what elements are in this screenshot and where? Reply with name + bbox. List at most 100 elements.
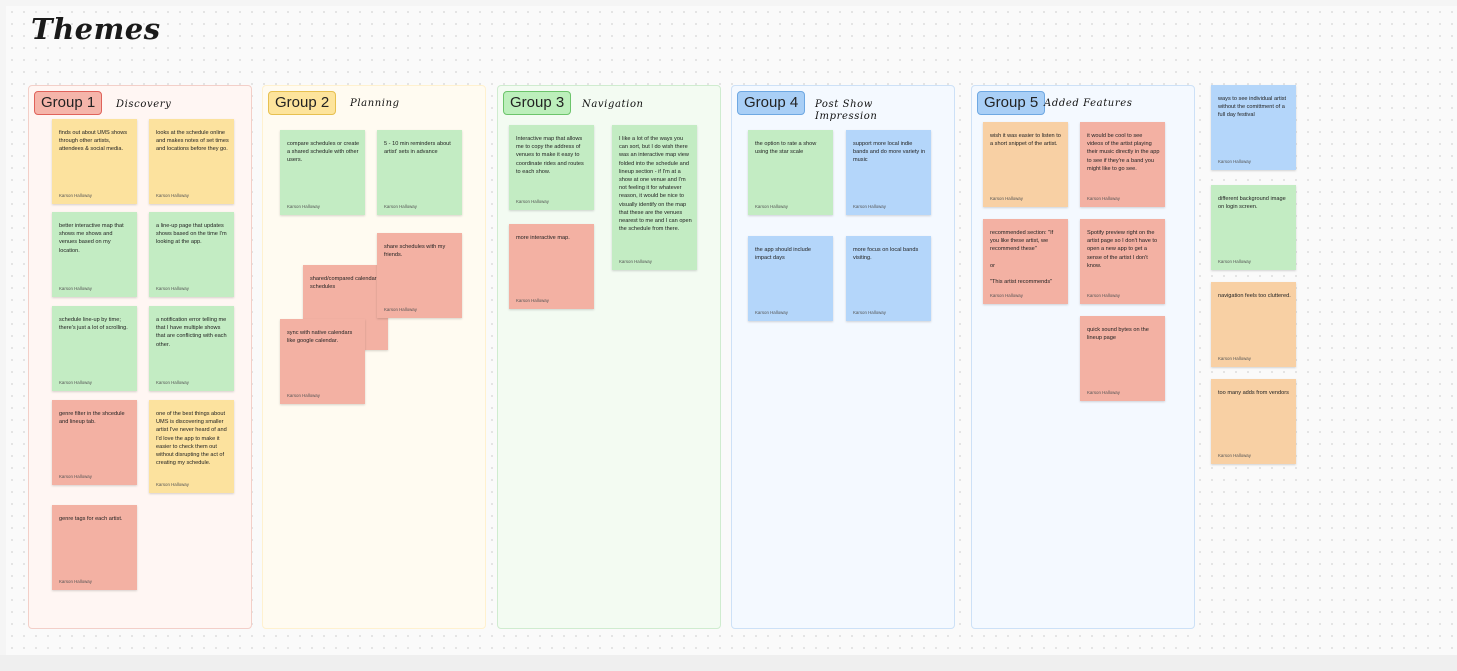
note-author: Karson Halloway bbox=[990, 293, 1023, 298]
note-author: Karson Halloway bbox=[59, 286, 92, 291]
note-author: Karson Halloway bbox=[156, 286, 189, 291]
group-2-label[interactable]: Group 2 bbox=[268, 91, 337, 115]
sticky-note[interactable]: ways to see individual artist without th… bbox=[1211, 85, 1296, 170]
note-author: Karson Halloway bbox=[990, 196, 1023, 201]
sticky-note[interactable]: compare schedules or create a shared sch… bbox=[280, 130, 365, 215]
note-author: Karson Halloway bbox=[59, 193, 92, 198]
group-4-theme-line-2: Impression bbox=[815, 111, 878, 122]
sticky-note[interactable]: a line-up page that updates shows based … bbox=[149, 212, 234, 297]
note-text: compare schedules or create a shared sch… bbox=[287, 141, 360, 164]
note-text: wish it was easier to listen to a short … bbox=[990, 133, 1061, 148]
note-author: Karson Halloway bbox=[156, 380, 189, 385]
group-4-theme[interactable]: Post Show Impression bbox=[815, 99, 877, 123]
sticky-note[interactable]: share schedules with my friends. Karson … bbox=[377, 233, 462, 318]
note-author: Karson Halloway bbox=[516, 298, 549, 303]
note-text: too many adds from vendors bbox=[1218, 390, 1289, 396]
sticky-note[interactable]: looks at the schedule online and makes n… bbox=[149, 119, 234, 204]
sticky-note[interactable]: genre tags for each artist. Karson Hallo… bbox=[52, 505, 137, 590]
note-author: Karson Halloway bbox=[1218, 159, 1251, 164]
sticky-note[interactable]: the app should include impact days Karso… bbox=[748, 236, 833, 321]
note-author: Karson Halloway bbox=[384, 204, 417, 209]
note-text: one of the best things about UMS is disc… bbox=[156, 411, 227, 467]
note-text: more interactive map. bbox=[516, 235, 570, 241]
note-text: a notification error telling me that I h… bbox=[156, 317, 227, 348]
group-2-theme[interactable]: Planning bbox=[350, 98, 400, 109]
note-text: schedule line-up by time; there's just a… bbox=[59, 317, 128, 332]
sticky-note[interactable]: schedule line-up by time; there's just a… bbox=[52, 306, 137, 391]
sticky-note[interactable]: different background image on login scre… bbox=[1211, 185, 1296, 270]
note-author: Karson Halloway bbox=[156, 193, 189, 198]
note-text: I like a lot of the ways you can sort, b… bbox=[619, 136, 692, 233]
sticky-note[interactable]: Spotify preview right on the artist page… bbox=[1080, 219, 1165, 304]
note-author: Karson Halloway bbox=[1087, 390, 1120, 395]
note-author: Karson Halloway bbox=[853, 204, 886, 209]
sticky-note[interactable]: it would be cool to see videos of the ar… bbox=[1080, 122, 1165, 207]
sticky-note[interactable]: more focus on local bands visiting. Kars… bbox=[846, 236, 931, 321]
group-5-theme[interactable]: Added Features bbox=[1044, 98, 1133, 109]
note-author: Karson Halloway bbox=[59, 380, 92, 385]
group-4-label[interactable]: Group 4 bbox=[737, 91, 806, 115]
note-author: Karson Halloway bbox=[384, 307, 417, 312]
sticky-note[interactable]: Interactive map that allows me to copy t… bbox=[509, 125, 594, 210]
note-text: looks at the schedule online and makes n… bbox=[156, 130, 229, 153]
note-author: Karson Halloway bbox=[156, 482, 189, 487]
sticky-note[interactable]: sync with native calendars like google c… bbox=[280, 319, 365, 404]
note-author: Karson Halloway bbox=[1218, 356, 1251, 361]
group-3-theme[interactable]: Navigation bbox=[582, 99, 644, 110]
sticky-note[interactable]: genre filter in the shcedule and lineup … bbox=[52, 400, 137, 485]
note-author: Karson Halloway bbox=[1087, 196, 1120, 201]
note-author: Karson Halloway bbox=[1087, 293, 1120, 298]
sticky-note[interactable]: quick sound bytes on the lineup page Kar… bbox=[1080, 316, 1165, 401]
note-text: support more local indie bands and do mo… bbox=[853, 141, 926, 164]
note-text: sync with native calendars like google c… bbox=[287, 330, 353, 345]
note-text: a line-up page that updates shows based … bbox=[156, 223, 227, 246]
sticky-note[interactable]: the option to rate a show using the star… bbox=[748, 130, 833, 215]
sticky-note[interactable]: too many adds from vendors Karson Hallow… bbox=[1211, 379, 1296, 464]
group-1-label[interactable]: Group 1 bbox=[34, 91, 103, 115]
sticky-note[interactable]: more interactive map. Karson Halloway bbox=[509, 224, 594, 309]
sticky-note[interactable]: wish it was easier to listen to a short … bbox=[983, 122, 1068, 207]
note-text: genre filter in the shcedule and lineup … bbox=[59, 411, 125, 426]
note-author: Karson Halloway bbox=[1218, 453, 1251, 458]
note-text: shared/compared calendar schedules bbox=[310, 276, 377, 291]
note-author: Karson Halloway bbox=[1218, 259, 1251, 264]
sticky-note[interactable]: better interactive map that shows me sho… bbox=[52, 212, 137, 297]
sticky-note[interactable]: one of the best things about UMS is disc… bbox=[149, 400, 234, 493]
note-text: quick sound bytes on the lineup page bbox=[1087, 327, 1149, 342]
board-title[interactable]: Themes bbox=[31, 12, 161, 46]
note-author: Karson Halloway bbox=[287, 204, 320, 209]
group-1-theme[interactable]: Discovery bbox=[116, 99, 172, 110]
note-author: Karson Halloway bbox=[59, 474, 92, 479]
sticky-note[interactable]: support more local indie bands and do mo… bbox=[846, 130, 931, 215]
note-text: it would be cool to see videos of the ar… bbox=[1087, 133, 1160, 172]
sticky-note[interactable]: 5 - 10 min reminders about artist' sets … bbox=[377, 130, 462, 215]
note-author: Karson Halloway bbox=[755, 204, 788, 209]
sticky-note[interactable]: navigation feels too cluttered. Karson H… bbox=[1211, 282, 1296, 367]
group-5-label[interactable]: Group 5 bbox=[977, 91, 1046, 115]
note-text: better interactive map that shows me sho… bbox=[59, 223, 124, 254]
note-text: ways to see individual artist without th… bbox=[1218, 96, 1287, 119]
note-author: Karson Halloway bbox=[853, 310, 886, 315]
note-text: genre tags for each artist. bbox=[59, 516, 123, 522]
sticky-note[interactable]: I like a lot of the ways you can sort, b… bbox=[612, 125, 697, 270]
note-text: the option to rate a show using the star… bbox=[755, 141, 817, 156]
note-text: finds out about UMS shows through other … bbox=[59, 130, 128, 153]
note-author: Karson Halloway bbox=[287, 393, 320, 398]
note-text: navigation feels too cluttered. bbox=[1218, 293, 1291, 299]
note-author: Karson Halloway bbox=[516, 199, 549, 204]
note-text: Interactive map that allows me to copy t… bbox=[516, 136, 584, 175]
note-text: 5 - 10 min reminders about artist' sets … bbox=[384, 141, 451, 156]
note-author: Karson Halloway bbox=[619, 259, 652, 264]
note-text: share schedules with my friends. bbox=[384, 244, 446, 259]
note-author: Karson Halloway bbox=[755, 310, 788, 315]
group-4-theme-line-1: Post Show bbox=[815, 99, 873, 110]
sticky-note[interactable]: finds out about UMS shows through other … bbox=[52, 119, 137, 204]
note-author: Karson Halloway bbox=[59, 579, 92, 584]
note-text: Spotify preview right on the artist page… bbox=[1087, 230, 1158, 269]
sticky-note[interactable]: a notification error telling me that I h… bbox=[149, 306, 234, 391]
group-3-label[interactable]: Group 3 bbox=[503, 91, 572, 115]
note-text: different background image on login scre… bbox=[1218, 196, 1286, 211]
note-text: more focus on local bands visiting. bbox=[853, 247, 919, 262]
note-text: the app should include impact days bbox=[755, 247, 811, 262]
sticky-note[interactable]: recommended section: "If you like these … bbox=[983, 219, 1068, 304]
